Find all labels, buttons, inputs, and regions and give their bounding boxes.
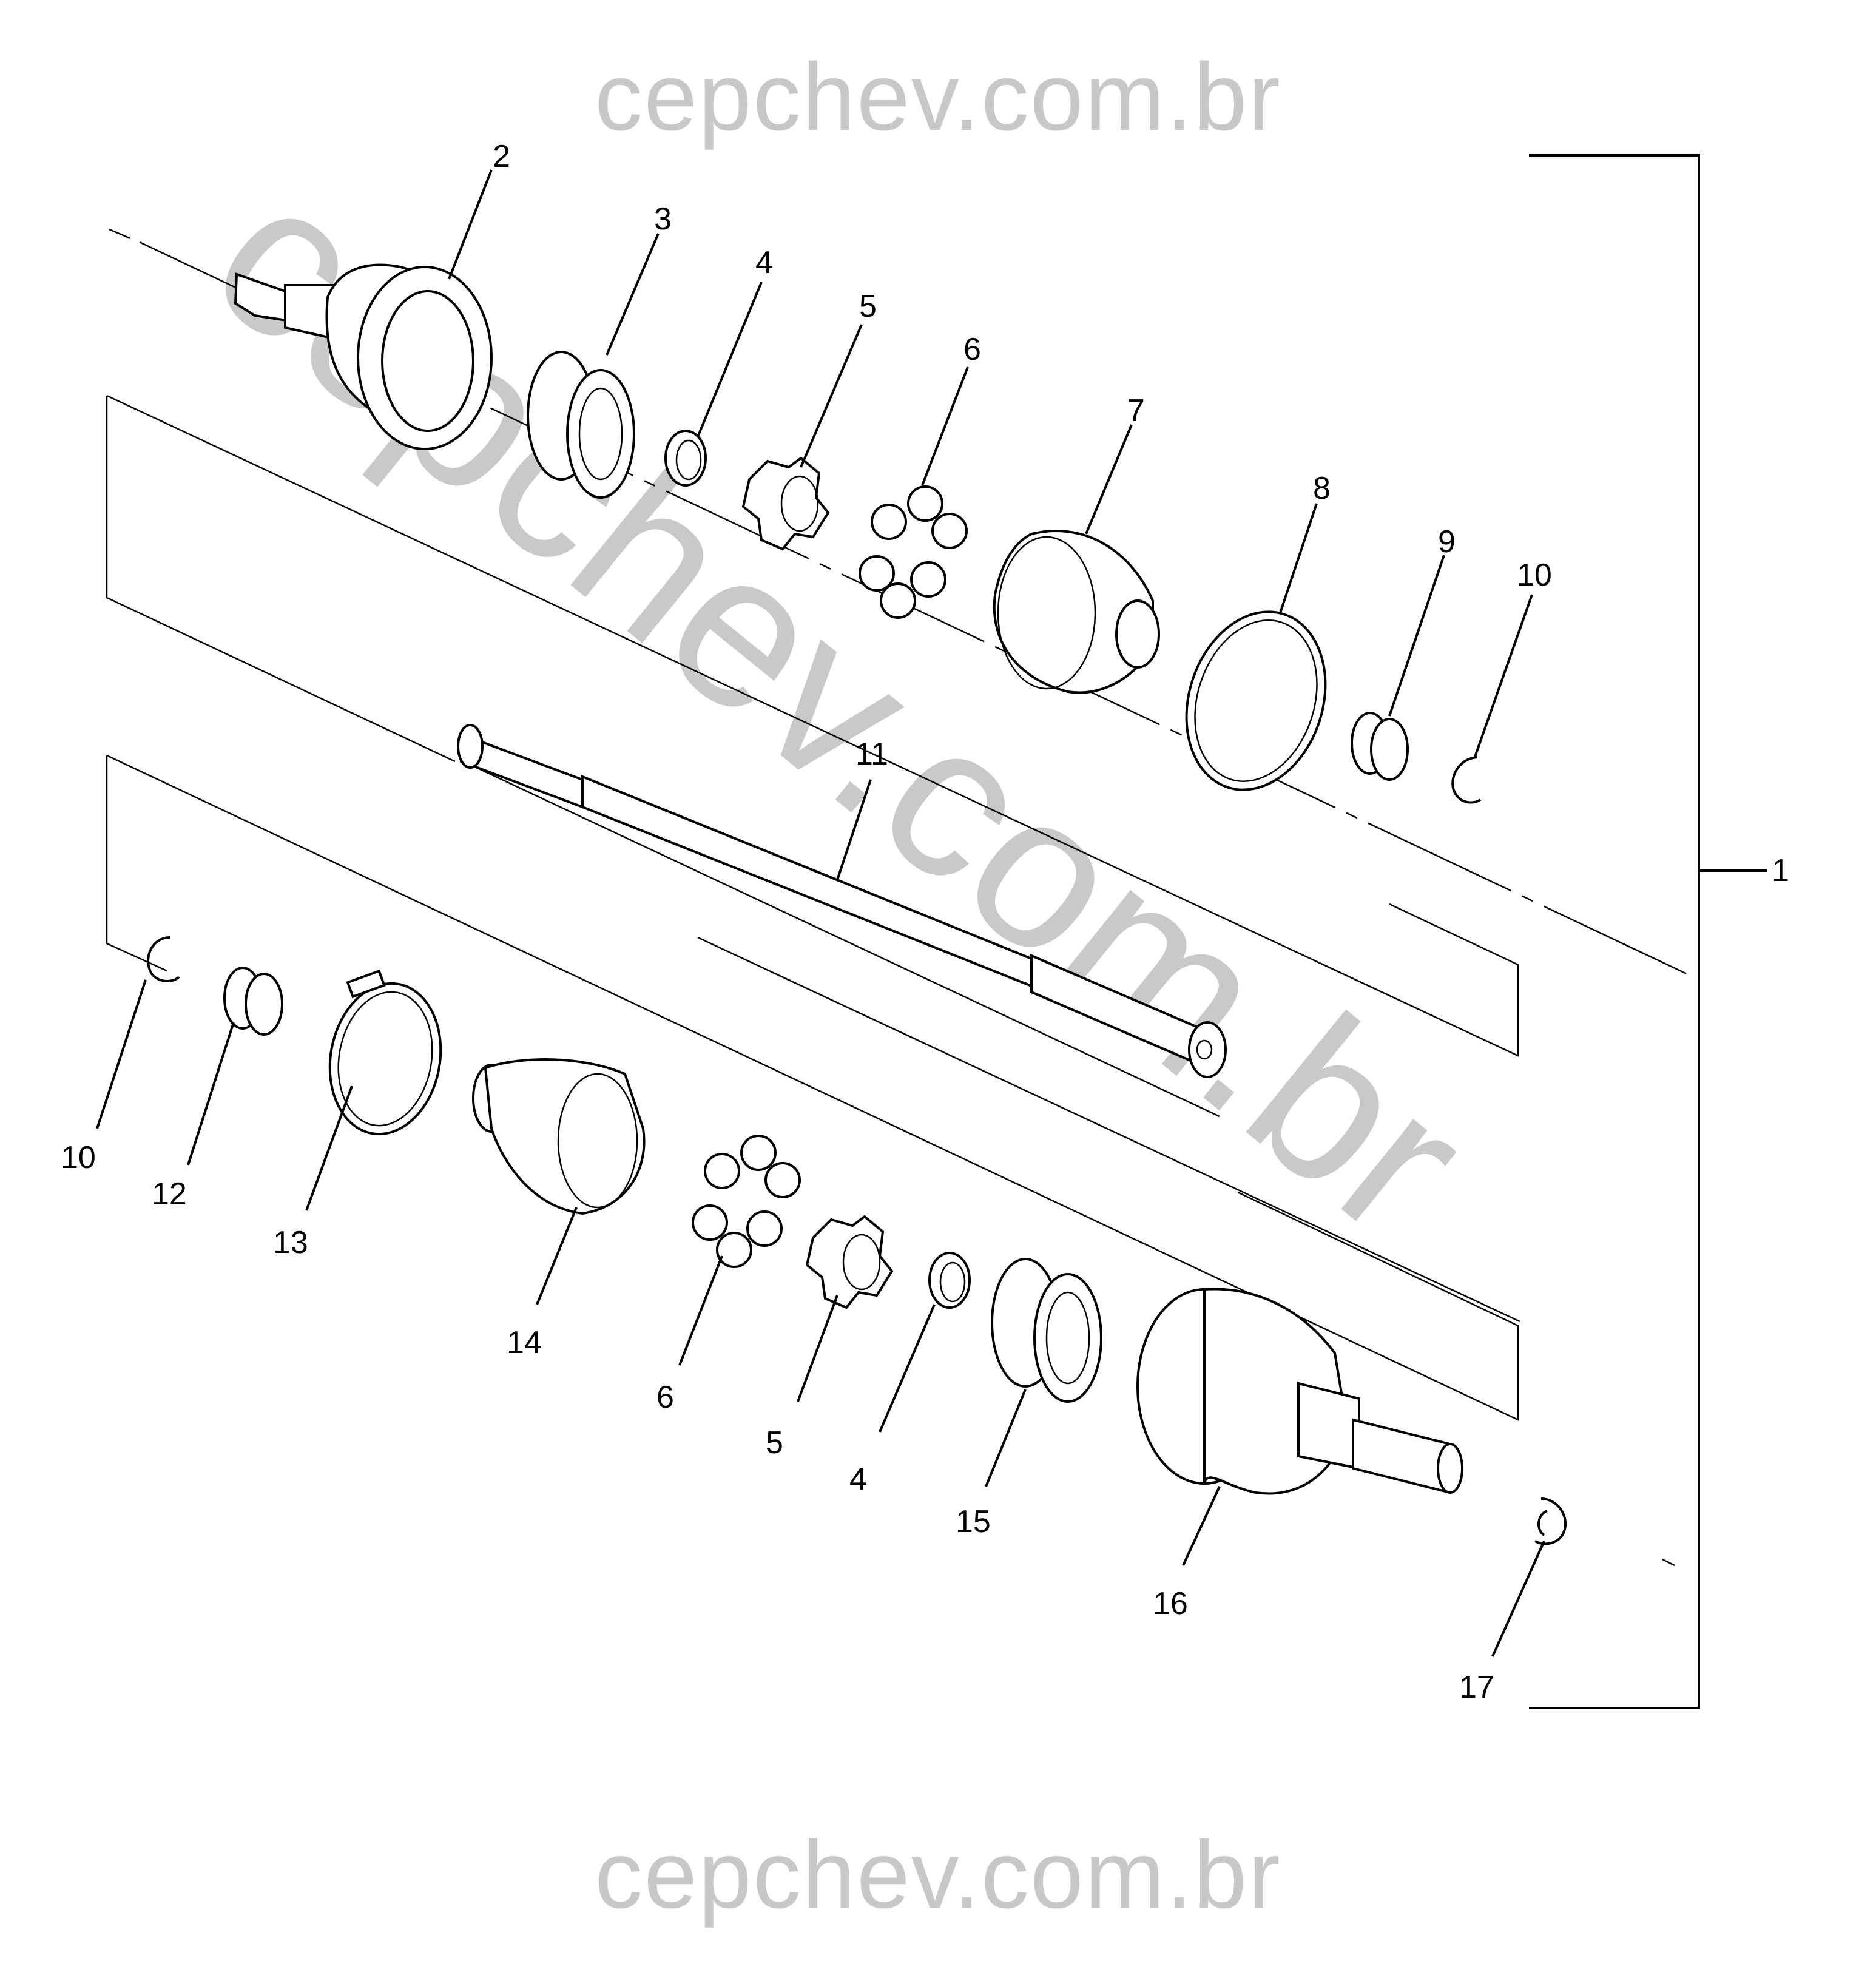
callout-17: 17 — [1459, 1670, 1494, 1705]
part-7-boot-upper — [993, 529, 1160, 694]
part-17-circlip-end — [1534, 1497, 1567, 1545]
callout-11: 11 — [855, 737, 888, 772]
part-6-balls-lower — [692, 1135, 801, 1268]
part-14-boot-lower — [472, 1058, 646, 1215]
part-16-outer-joint — [1136, 1288, 1463, 1495]
callout-12: 12 — [152, 1176, 187, 1212]
watermark-bottom: cepchev.com.br — [595, 1821, 1281, 1928]
callout-2: 2 — [493, 139, 510, 174]
callout-14: 14 — [507, 1325, 542, 1360]
callout-13: 13 — [273, 1225, 308, 1260]
callout-16: 16 — [1153, 1586, 1188, 1621]
callout-6-upper: 6 — [963, 332, 981, 367]
callout-7: 7 — [1127, 393, 1145, 428]
part-11-shaft — [457, 724, 1227, 1078]
leader-lines — [96, 169, 1767, 1657]
part-10-circlip-upper — [1451, 756, 1482, 804]
callout-3: 3 — [654, 201, 672, 237]
part-8-clamp-upper — [1185, 610, 1327, 791]
callout-4-lower: 4 — [849, 1462, 867, 1497]
part-15-cage — [991, 1258, 1102, 1403]
callout-5-lower: 5 — [766, 1425, 783, 1460]
exploded-frames — [106, 394, 1519, 1421]
callout-1: 1 — [1772, 853, 1789, 888]
part-13-clamp-lower — [328, 969, 442, 1136]
callout-15: 15 — [956, 1504, 991, 1539]
part-5-inner-race-upper — [741, 456, 830, 551]
callout-9: 9 — [1438, 524, 1456, 559]
part-4-snap-ring-upper — [664, 430, 707, 487]
part-4-snap-ring-lower — [928, 1252, 971, 1309]
assembly-bracket — [1529, 154, 1766, 1709]
part-2-outer-joint — [234, 263, 493, 450]
part-6-balls-upper — [859, 485, 968, 619]
part-10-circlip-lower — [147, 936, 180, 982]
callout-6-lower: 6 — [656, 1380, 674, 1415]
callout-4-upper: 4 — [755, 245, 773, 280]
callout-5-upper: 5 — [859, 289, 877, 324]
part-5-inner-race-lower — [805, 1215, 894, 1309]
watermark-top: cepchev.com.br — [595, 44, 1281, 150]
callout-10-lower: 10 — [61, 1140, 96, 1175]
callout-8: 8 — [1313, 471, 1331, 506]
callout-labels: 1 2 3 4 5 6 7 8 9 10 11 10 12 13 14 6 5 … — [61, 139, 1789, 1705]
part-3-cage — [527, 351, 635, 499]
callout-10-upper: 10 — [1517, 558, 1552, 593]
part-9-ring — [1351, 712, 1409, 781]
part-12-ring — [223, 967, 283, 1036]
